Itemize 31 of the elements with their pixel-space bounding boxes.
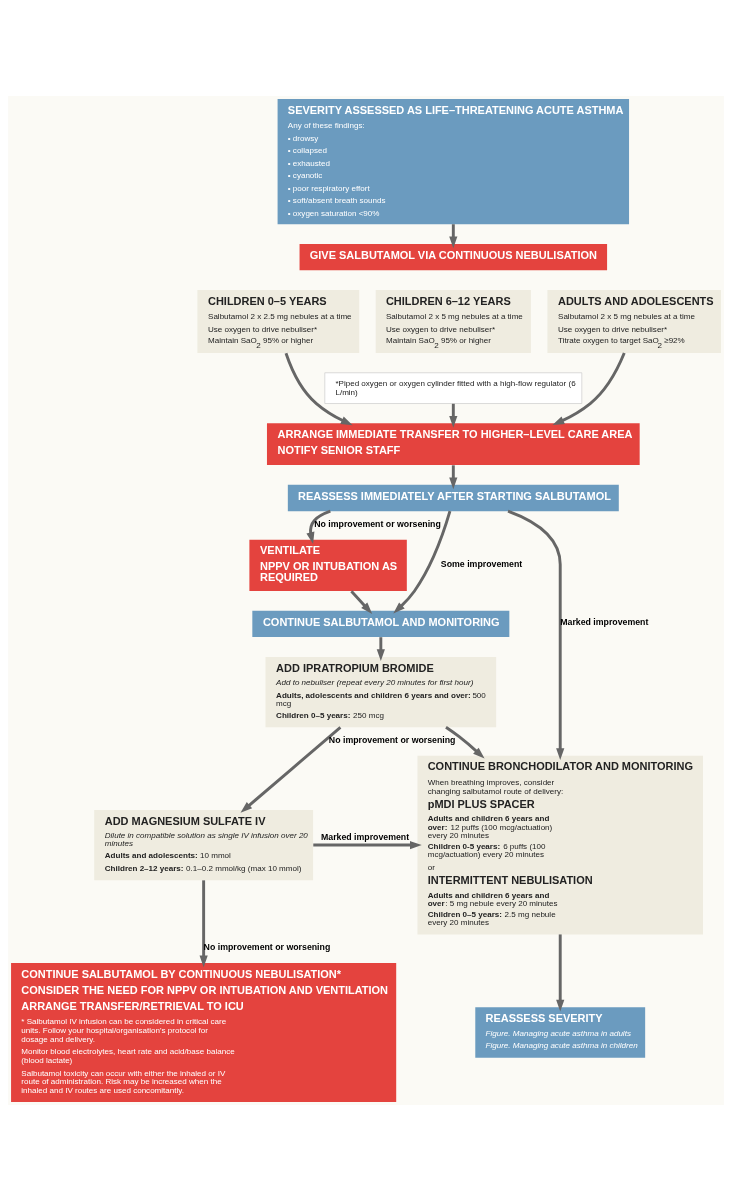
- arrow: [313, 840, 422, 849]
- arrow: [393, 510, 452, 614]
- arrow: [556, 933, 565, 1011]
- node-box: REASSESS IMMEDIATELY AFTER STARTING SALBUTAMOL: [287, 484, 619, 511]
- node-box: CONTINUE SALBUTAMOL BY CONTINUOUS NEBULISATION* CONSIDER THE NEED FOR NPPV OR INTUBATION AND VENTILATION ARRANGE TRANSFER/RETRIEVAL TO ICU * Salbutamol IV infusion can be considered in critical care units. Follow your hospital/organisation's protocol for dosage and delivery. Monitor blood electrolytes, heart rate and acid/base balance (blood lactate) Salbutamol toxicity can occur with either the inhaled or IV route of administration. Risk may be increased when the inhaled and IV routes are used concomitantly.: [11, 962, 397, 1102]
- arrow: [449, 464, 458, 489]
- edge-label: No improvement or worsening: [314, 518, 441, 529]
- node-box: VENTILATE NPPV OR INTUBATION AS REQUIRED: [249, 539, 407, 591]
- edge-label: Some improvement: [440, 558, 523, 569]
- edge-label: Marked improvement: [320, 831, 410, 842]
- node-box: ADD MAGNESIUM SULFATE IV Dilute in compatible solution as single IV infusion over 20 minutes Adults and adolescents: 10 mmol Children 2–12 years: 0.1–0.2 mmol/kg (max 10 mmol): [94, 809, 314, 880]
- node-box: ARRANGE IMMEDIATE TRANSFER TO HIGHER–LEVEL CARE AREA NOTIFY SENIOR STAFF: [266, 422, 640, 465]
- node-box: *Piped oxygen or oxygen cylinder fitted with a high-flow regulator (6 L/min): [324, 371, 583, 404]
- arrow: [552, 351, 626, 425]
- arrow: [449, 223, 458, 248]
- node-box: ADD IPRATROPIUM BROMIDE Add to nebuliser (repeat every 20 minutes for first hour) Adults, adolescents and children 6 years and over: 500 mcg Children 0–5 years: 250 mcg: [265, 656, 497, 727]
- arrow: [376, 636, 385, 661]
- arrow: [199, 879, 208, 967]
- node-box: CONTINUE BRONCHODILATOR AND MONITORING When breathing improves, consider changing salbutamol route of delivery: pMDI PLUS SPACER Adults and children 6 years and over: 12 puffs (100 mcg/actuation) every 20 minutes Children 0-5 years: 6 puffs (100 mcg/actuation) every 20 minutes or INTERMITTENT NEBULISATION Adults and children 6 years and over: 5 mg nebule every 20 minutes Children 0–5 years: 2.5 mg nebule every 20 minutes: [417, 755, 703, 934]
- arrow: [350, 589, 373, 614]
- arrow: [445, 725, 485, 759]
- arrow: [306, 509, 331, 544]
- arrow: [449, 403, 458, 428]
- node-box: SEVERITY ASSESSED AS LIFE–THREATENING ACUTE ASTHMA Any of these findings: • drowsy • collapsed • exhausted • cyanotic • poor respiratory effort • soft/absent breath sounds • oxygen saturation <90%: [277, 98, 630, 224]
- node-box: CONTINUE SALBUTAMOL AND MONITORING: [252, 610, 510, 637]
- arrow: [284, 352, 353, 425]
- edge-label: No improvement or worsening: [328, 734, 456, 745]
- node-box: GIVE SALBUTAMOL VIA CONTINUOUS NEBULISATION: [299, 243, 608, 270]
- node-box: REASSESS SEVERITY Figure. Managing acute asthma in adults Figure. Managing acute asthma in children: [475, 1006, 646, 1058]
- arrow: [240, 725, 342, 813]
- arrow: [507, 509, 565, 760]
